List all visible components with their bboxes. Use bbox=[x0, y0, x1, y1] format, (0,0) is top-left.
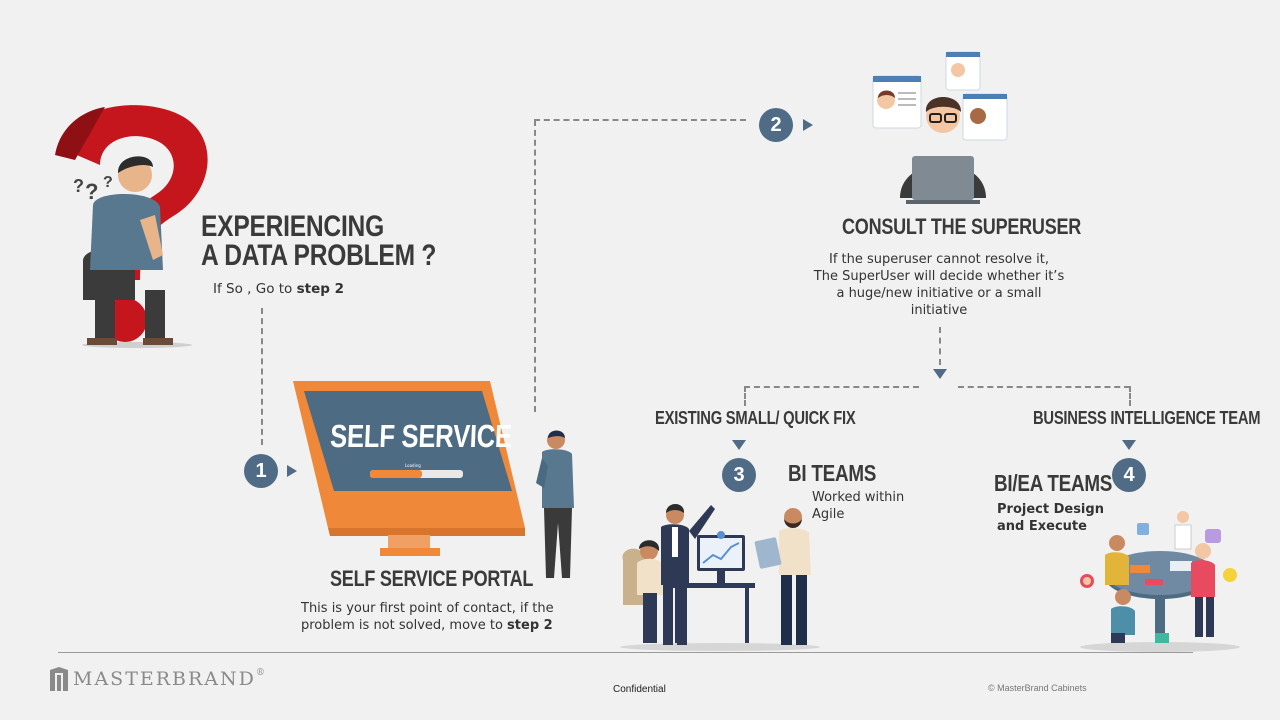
arrow-to-step4-icon bbox=[1122, 440, 1136, 450]
step-2-title: CONSULT THE SUPERUSER bbox=[842, 214, 1082, 239]
step-1-badge: 1 bbox=[244, 454, 278, 488]
loading-text: Loading bbox=[405, 463, 421, 468]
step-3-badge: 3 bbox=[722, 458, 756, 492]
footer-divider bbox=[58, 652, 1193, 653]
step-3-title: BI TEAMS bbox=[788, 460, 877, 486]
superuser-laptop-icon bbox=[872, 51, 1008, 204]
step-4-branch-label: BUSINESS INTELLIGENCE TEAM bbox=[1033, 408, 1261, 428]
step-4-badge: 4 bbox=[1112, 458, 1146, 492]
step-2-description: If the superuser cannot resolve it, The … bbox=[813, 252, 1065, 318]
connector-superuser-down bbox=[939, 327, 941, 365]
problem-subtitle: If So , Go to step 2 bbox=[213, 281, 344, 297]
step-4-description: Project Design and Execute bbox=[997, 502, 1104, 534]
step-3-branch-label: EXISTING SMALL/ QUICK FIX bbox=[655, 408, 856, 428]
arrow-to-step3-icon bbox=[732, 440, 746, 450]
connector-portal-to-step2-vertical bbox=[534, 120, 536, 412]
footer-confidential: Confidential bbox=[613, 684, 666, 695]
arrow-down-icon bbox=[933, 369, 947, 379]
step-1-description: This is your first point of contact, if … bbox=[301, 601, 554, 633]
connector-branch-left-down bbox=[744, 386, 746, 406]
footer-copyright: © MasterBrand Cabinets bbox=[988, 683, 1087, 693]
bi-ea-team-meeting-icon bbox=[1080, 511, 1240, 652]
connector-branch-right-down bbox=[1129, 386, 1131, 406]
standing-person-icon bbox=[536, 430, 574, 578]
connector-branch-right bbox=[958, 386, 1130, 388]
connector-problem-to-step1 bbox=[261, 308, 263, 445]
question-mark-person-icon: ? ? ? bbox=[55, 105, 208, 348]
svg-text:?: ? bbox=[103, 174, 113, 191]
problem-title: EXPERIENCING A DATA PROBLEM ? bbox=[201, 210, 437, 272]
svg-text:?: ? bbox=[85, 179, 98, 204]
step-4-title: BI/EA TEAMS bbox=[994, 470, 1113, 496]
step-2-badge: 2 bbox=[759, 108, 793, 142]
masterbrand-logo-text: MASTERBRAND® bbox=[73, 668, 265, 690]
connector-branch-left bbox=[744, 386, 919, 388]
screen-self-service-text: SELF SERVICE bbox=[329, 418, 513, 454]
arrow-to-step2-icon bbox=[803, 119, 813, 131]
bi-team-meeting-icon bbox=[620, 504, 820, 651]
step-3-description: Worked within Agile bbox=[812, 490, 905, 522]
arrow-to-portal-icon bbox=[287, 465, 297, 477]
step-1-title: SELF SERVICE PORTAL bbox=[330, 566, 534, 591]
masterbrand-logo-icon bbox=[50, 667, 68, 691]
monitor-icon bbox=[293, 381, 525, 556]
connector-portal-to-step2-horizontal bbox=[534, 119, 746, 121]
svg-text:?: ? bbox=[73, 176, 84, 196]
